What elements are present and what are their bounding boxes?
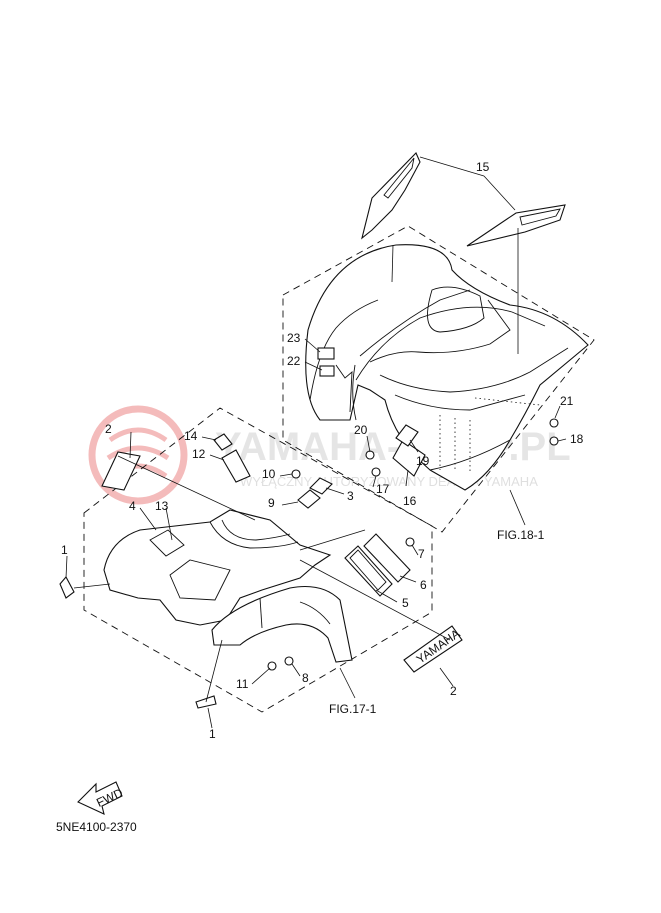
- callout-7: 7: [418, 547, 425, 561]
- gasket-5: [344, 545, 393, 597]
- decal-1-left: [59, 576, 75, 599]
- leader-lines: [65, 156, 567, 729]
- callout-23: 23: [287, 331, 301, 345]
- callout-12: 12: [192, 447, 206, 461]
- callout-10: 10: [262, 467, 276, 481]
- fig-ref-front: FIG.17-1: [329, 702, 377, 716]
- callout-11: 11: [236, 677, 249, 691]
- watermark-logo: [88, 405, 188, 505]
- callout-3: 3: [347, 489, 354, 503]
- callout-17: 17: [376, 482, 390, 496]
- callout-2-lower: 2: [450, 684, 457, 698]
- panel-6: [363, 533, 411, 583]
- plate-bracket-16: [392, 439, 426, 477]
- callout-14: 14: [184, 429, 198, 443]
- fig-ref-rear: FIG.18-1: [497, 528, 545, 542]
- drawing-code: 5NE4100-2370: [56, 820, 137, 834]
- bolt-7: [405, 537, 415, 547]
- rear-fender-group-boundary: [282, 225, 595, 533]
- nut-8: [284, 656, 294, 666]
- decal-12: [221, 449, 251, 483]
- callout-1-left: 1: [61, 543, 68, 557]
- callout-4: 4: [129, 499, 136, 513]
- decal-2-yamaha: [403, 625, 463, 673]
- callout-1-bottom: 1: [209, 727, 216, 741]
- fwd-arrow-icon: FWD: [77, 781, 125, 815]
- bolt-18: [549, 436, 559, 446]
- callout-18: 18: [570, 432, 584, 446]
- front-fender-body: [103, 509, 353, 663]
- decal-22: [319, 365, 335, 377]
- callout-15: 15: [476, 160, 490, 174]
- front-fender-group-boundary: [83, 407, 433, 713]
- callout-20: 20: [354, 423, 368, 437]
- fwd-label: FWD: [94, 785, 125, 809]
- side-decal-set-15: [361, 152, 566, 247]
- yamaha-decal-text: YAMAHA: [414, 626, 463, 666]
- callout-2-upper: 2: [105, 422, 112, 436]
- callout-16: 16: [403, 494, 417, 508]
- rear-hole-dots: [439, 397, 541, 472]
- plate-9: [297, 489, 321, 509]
- rear-fender-body: [305, 244, 589, 491]
- plate-bracket-19: [395, 424, 419, 447]
- callout-13: 13: [155, 499, 169, 513]
- callout-6: 6: [420, 578, 427, 592]
- bracket-3: [309, 477, 333, 495]
- callout-8: 8: [302, 671, 309, 685]
- callout-22: 22: [287, 354, 301, 368]
- bolt-20: [365, 450, 375, 460]
- callout-19: 19: [416, 454, 430, 468]
- callout-21: 21: [560, 394, 574, 408]
- callout-9: 9: [268, 496, 275, 510]
- decal-14: [213, 433, 233, 451]
- bolt-21: [549, 418, 559, 428]
- decal-23: [317, 347, 335, 360]
- bolt-10: [291, 469, 301, 479]
- watermark-main-text: YAMAHA-SHOP.PL: [215, 425, 571, 469]
- bolt-17: [371, 467, 381, 477]
- callout-5: 5: [402, 596, 409, 610]
